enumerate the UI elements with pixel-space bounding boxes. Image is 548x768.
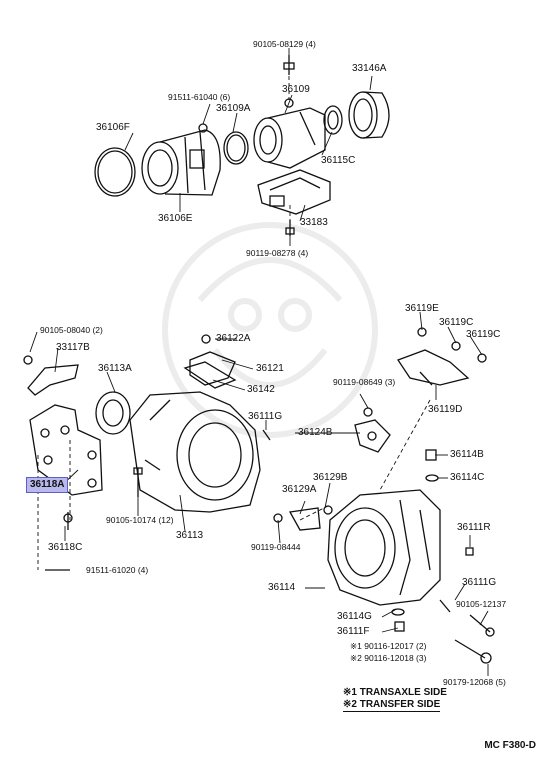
bracket-33117b bbox=[23, 355, 79, 396]
diagram-code: MC F380-D bbox=[484, 740, 536, 751]
label-36106f: 36106F bbox=[96, 122, 130, 133]
sleeve-33146a bbox=[348, 91, 390, 139]
label-36109a: 36109A bbox=[216, 103, 251, 114]
label-36142: 36142 bbox=[247, 384, 275, 395]
legend-transfer-side: ※2 TRANSFER SIDE bbox=[343, 699, 441, 712]
label-33183: 33183 bbox=[300, 217, 328, 228]
label-90179-12068: 90179-12068 (5) bbox=[443, 677, 506, 687]
label-36114c: 36114C bbox=[450, 472, 485, 483]
label-36118a-highlighted[interactable]: 36118A bbox=[26, 477, 69, 493]
seal-36113a bbox=[95, 391, 131, 435]
washer-91511-61040 bbox=[198, 123, 208, 133]
watermark-emblem bbox=[162, 222, 378, 438]
label-36122a: 36122A bbox=[216, 333, 251, 344]
label-90119-08649: 90119-08649 (3) bbox=[333, 377, 396, 387]
label-36118c: 36118C bbox=[48, 542, 83, 553]
bracket-33183 bbox=[257, 169, 331, 215]
label-36124b: 36124B bbox=[298, 427, 333, 438]
bolt-90119-08649 bbox=[363, 407, 373, 417]
nut-36119c-a bbox=[451, 341, 461, 351]
label-36115c: 36115C bbox=[321, 155, 356, 166]
bolt-90105-10174 bbox=[133, 467, 143, 497]
label-91511-61040: 91511-61040 (6) bbox=[168, 92, 231, 102]
bolt-90105-08129 bbox=[283, 55, 295, 75]
plug-36111r bbox=[465, 547, 474, 556]
label-90119-08444: 90119-08444 bbox=[251, 542, 301, 552]
bolt-36122a bbox=[201, 334, 211, 344]
legend-transaxle-side: ※1 TRANSAXLE SIDE bbox=[343, 687, 447, 698]
bracket-36119d bbox=[397, 349, 470, 386]
leader-lines bbox=[29, 48, 489, 676]
label-36119d: 36119D bbox=[428, 404, 463, 415]
label-36129a: 36129A bbox=[282, 484, 317, 495]
bolt-90105-12137 bbox=[469, 614, 495, 637]
label-36114b: 36114B bbox=[450, 449, 484, 460]
label-90105-08040: 90105-08040 (2) bbox=[40, 325, 103, 335]
label-36114: 36114 bbox=[268, 582, 296, 593]
bolt-90119-08278 bbox=[285, 220, 295, 236]
label-36129b: 36129B bbox=[313, 472, 348, 483]
case-36106e bbox=[141, 129, 221, 196]
label-36113: 36113 bbox=[176, 530, 204, 541]
label-36113a: 36113A bbox=[98, 363, 132, 374]
label-90116-12017: ※1 90116-12017 (2) bbox=[350, 641, 427, 651]
bracket-36124b bbox=[354, 419, 391, 453]
cover-36121 bbox=[189, 351, 236, 386]
bracket-36129a bbox=[273, 507, 321, 531]
oil-seal-36115c bbox=[323, 105, 343, 135]
label-90119-08278: 90119-08278 (4) bbox=[246, 248, 309, 258]
label-36111g-lower: 36111G bbox=[462, 577, 497, 588]
legend: ※1 TRANSAXLE SIDE ※2 TRANSFER SIDE bbox=[343, 687, 447, 712]
label-33117b: 33117B bbox=[56, 342, 90, 353]
washer-36114c bbox=[425, 474, 439, 482]
nut-36119c-b bbox=[477, 353, 487, 363]
o-ring-36109a bbox=[223, 131, 249, 165]
label-36106e: 36106E bbox=[158, 213, 193, 224]
bolt-36129b bbox=[323, 505, 333, 515]
label-33146a: 33146A bbox=[352, 63, 387, 74]
label-36119c-a: 36119C bbox=[439, 317, 474, 328]
label-36111f: 36111F bbox=[337, 626, 370, 637]
bolt-36118c bbox=[63, 512, 73, 530]
bearing-retainer-36109 bbox=[253, 98, 326, 169]
label-36119e: 36119E bbox=[405, 303, 439, 314]
label-90116-12018: ※2 90116-12018 (3) bbox=[350, 653, 427, 663]
label-36114g: 36114G bbox=[337, 611, 372, 622]
plug-36114b bbox=[425, 449, 437, 461]
label-36119c-b: 36119C bbox=[466, 329, 501, 340]
label-36109: 36109 bbox=[282, 84, 310, 95]
plug-36111f bbox=[394, 621, 405, 632]
case-36114 bbox=[327, 489, 441, 606]
gasket-36106f bbox=[94, 147, 136, 197]
pin-36111g-lower bbox=[439, 599, 451, 613]
case-36113 bbox=[129, 391, 261, 513]
label-90105-12137: 90105-12137 bbox=[456, 599, 507, 609]
nut-36119e bbox=[417, 327, 427, 337]
label-90105-10174: 90105-10174 (12) bbox=[106, 515, 174, 525]
washer-36114g bbox=[391, 608, 405, 616]
label-36111g-upper: 36111G bbox=[248, 411, 283, 422]
label-91511-61020: 91511-61020 (4) bbox=[86, 565, 149, 575]
label-90105-08129: 90105-08129 (4) bbox=[253, 39, 316, 49]
label-36121: 36121 bbox=[256, 363, 284, 374]
gasket-36142 bbox=[183, 361, 237, 389]
pin-36111g-upper bbox=[262, 429, 271, 441]
label-36111r: 36111R bbox=[457, 522, 491, 533]
bolt-90116 bbox=[454, 639, 492, 664]
